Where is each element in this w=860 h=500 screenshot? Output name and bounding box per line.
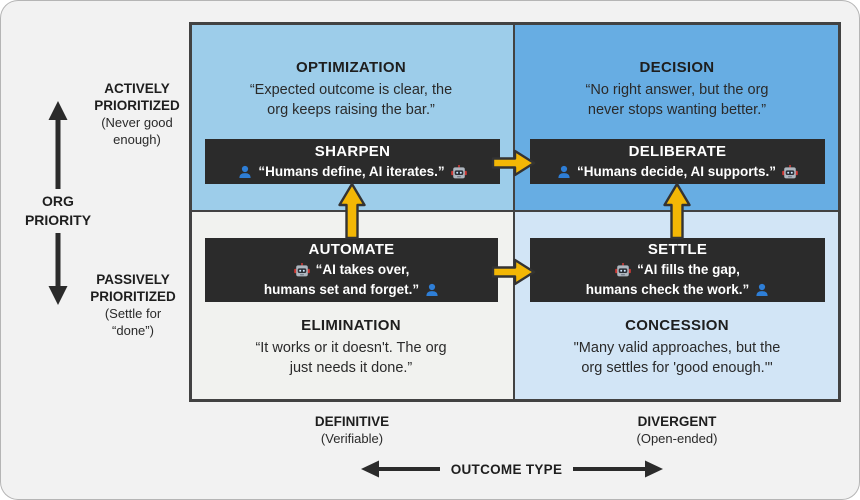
y-axis-top-label-group: ACTIVELY PRIORITIZED (Never good enough)	[77, 80, 197, 148]
passively-prioritized-label: PASSIVELY PRIORITIZED	[90, 272, 176, 304]
automate-quote-line1: “AI takes over,	[293, 260, 410, 280]
automate-quote-line2: humans set and forget.”	[264, 280, 439, 300]
arrow-sharpen-to-deliberate	[491, 149, 536, 177]
automate-title: AUTOMATE	[308, 241, 395, 258]
quadrant-optimization-title: OPTIMIZATION	[296, 59, 406, 76]
settle-quote-part2: humans check the work.”	[585, 282, 750, 297]
divergent-note: (Open-ended)	[636, 431, 718, 446]
quadrant-optimization-quote: “Expected outcome is clear, the org keep…	[249, 82, 453, 118]
quadrant-decision-quote: “No right answer, but the org never stop…	[585, 82, 769, 118]
arrow-settle-to-deliberate	[663, 182, 691, 239]
definitive-note: (Verifiable)	[320, 431, 384, 446]
outcome-right-arrow	[573, 460, 664, 478]
sharpen-quote-line: “Humans define, AI iterates.”	[238, 162, 467, 182]
settle-title: SETTLE	[647, 241, 708, 258]
settle-quote-part1: “AI fills the gap,	[637, 262, 740, 277]
robot-icon	[782, 164, 798, 178]
deliberate-title: DELIBERATE	[628, 142, 727, 160]
robot-icon	[450, 164, 467, 178]
actively-prioritized-note: (Never good enough)	[101, 115, 173, 147]
definitive-label: DEFINITIVE	[314, 414, 390, 429]
deliberate-action-box: DELIBERATE “Humans decide, AI supports.”	[530, 139, 825, 184]
quadrant-concession-quote: "Many valid approaches, but the org sett…	[573, 340, 781, 376]
human-icon	[239, 165, 251, 178]
automate-quote-part2: humans set and forget.”	[263, 282, 420, 297]
x-axis-title: OUTCOME TYPE	[450, 461, 563, 477]
automate-quote-part1: “AI takes over,	[315, 262, 410, 277]
robot-icon	[293, 263, 310, 277]
deliberate-quote-line: “Humans decide, AI supports.”	[557, 162, 798, 182]
human-icon	[756, 283, 768, 296]
quadrant-decision-title: DECISION	[639, 59, 715, 76]
arrow-automate-to-settle	[491, 258, 536, 286]
x-axis-right-label-group: DIVERGENT (Open-ended)	[577, 413, 777, 447]
sharpen-quote: “Humans define, AI iterates.”	[258, 163, 445, 179]
settle-quote-line2: humans check the work.”	[586, 280, 770, 300]
deliberate-quote: “Humans decide, AI supports.”	[576, 163, 777, 179]
human-icon	[558, 165, 570, 178]
y-axis-title: ORG PRIORITY	[8, 189, 108, 233]
x-axis-left-label-group: DEFINITIVE (Verifiable)	[252, 413, 452, 447]
x-axis-title-group: OUTCOME TYPE	[360, 458, 664, 480]
outcome-left-arrow	[360, 460, 440, 478]
divergent-label: DIVERGENT	[637, 414, 717, 429]
quadrant-elimination-quote: “It works or it doesn't. The org just ne…	[255, 340, 447, 376]
quadrant-elimination-title: ELIMINATION	[301, 317, 401, 334]
sharpen-action-box: SHARPEN “Humans define, AI iterates.”	[205, 139, 500, 184]
human-icon	[426, 283, 438, 296]
robot-icon	[615, 263, 631, 277]
actively-prioritized-label: ACTIVELY PRIORITIZED	[94, 81, 180, 113]
quadrant-concession-title: CONCESSION	[625, 317, 729, 334]
y-axis-bottom-label-group: PASSIVELY PRIORITIZED (Settle for “done”…	[73, 271, 193, 339]
sharpen-title: SHARPEN	[314, 142, 391, 160]
automate-action-box: AUTOMATE “AI takes over, humans set and …	[205, 238, 498, 302]
arrow-automate-to-sharpen	[338, 182, 366, 239]
settle-action-box: SETTLE “AI fills the gap, humans check t…	[530, 238, 825, 302]
settle-quote-line1: “AI fills the gap,	[615, 260, 740, 280]
passively-prioritized-note: (Settle for “done”)	[104, 306, 162, 338]
